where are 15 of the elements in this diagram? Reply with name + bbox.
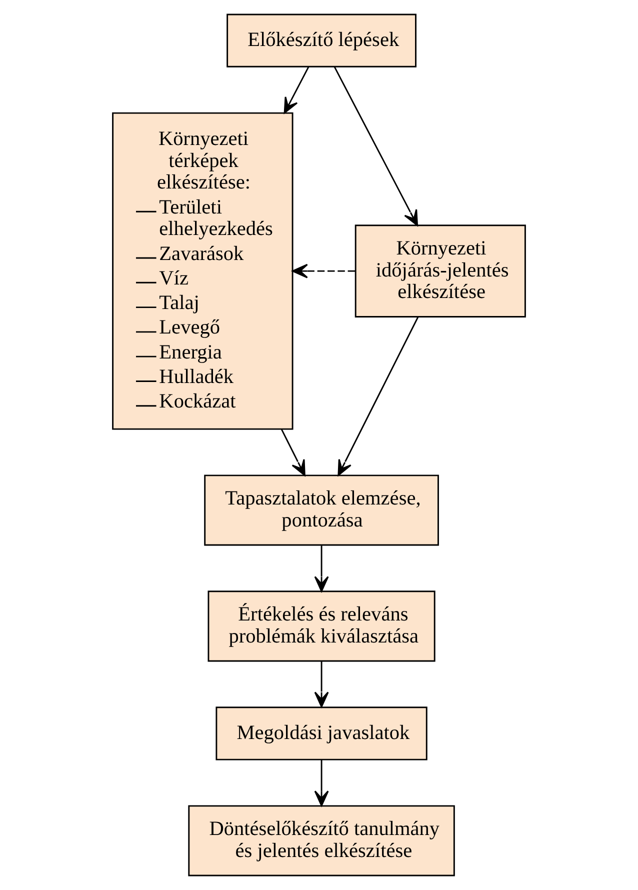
node-box: Értékelés és releváns problémák kiválasztása (208, 590, 436, 662)
arrow (284, 66, 310, 114)
arrow (314, 546, 329, 592)
node-box: Környezeti térképek elkészítése: Területi elhelyezkedés Zavarások Víz Talaj Levegő Energia Hulladék Kockázat (112, 112, 294, 430)
arrow (334, 66, 418, 226)
arrow (292, 264, 356, 278)
arrow (314, 661, 329, 708)
arrow (338, 316, 419, 476)
node-box: Környezeti időjárás-jelentés elkészítése (354, 224, 526, 318)
arrow (280, 429, 306, 476)
node-box: Tapasztalatok elemzése, pontozása (204, 474, 439, 546)
node-box: Előkészítő lépések (226, 14, 416, 68)
arrow (314, 760, 329, 806)
node-box: Döntéselőkészítő tanulmány és jelentés elkészítése (188, 805, 455, 876)
node-box: Megoldási javaslatok (216, 706, 428, 760)
